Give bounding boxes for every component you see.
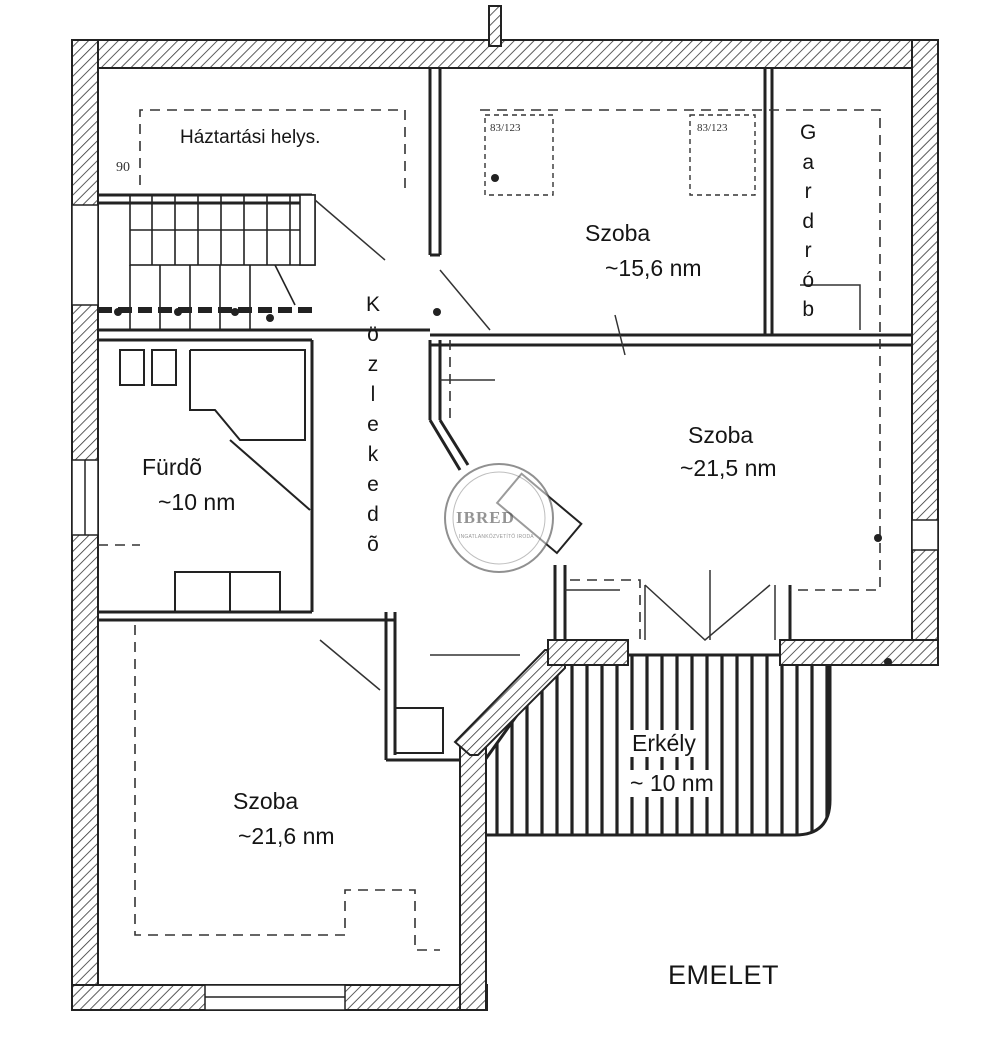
room-name-balcony: Erkély	[630, 730, 698, 757]
room-name-corridor: K ö z l e k e d õ	[366, 290, 380, 560]
room-name-bathroom: Fürdõ	[142, 454, 203, 480]
room-name-top: Szoba	[585, 220, 651, 246]
window-label-2: 83/123	[697, 122, 728, 134]
corridor-letter: e	[367, 413, 379, 436]
staircase	[98, 194, 316, 330]
watermark-text: IBRED	[456, 508, 515, 527]
room-area-bathroom: ~10 nm	[158, 489, 236, 515]
window-label-1: 83/123	[490, 122, 521, 134]
corridor-letter: z	[367, 353, 379, 376]
room-area-right: ~21,5 nm	[680, 455, 777, 481]
sheet-title: EMELET	[668, 960, 780, 990]
window-openings	[71, 204, 939, 1011]
wardrobe-letter: d	[802, 209, 815, 233]
wardrobe-letter: ó	[802, 268, 815, 292]
wardrobe-letter: G	[800, 121, 817, 144]
chimney-mark	[488, 5, 502, 47]
corridor-letter: d	[367, 503, 379, 526]
dimension-label: 90	[116, 160, 130, 175]
corridor-letter: e	[367, 473, 379, 496]
room-name-wardrobe: G a r d r ó b	[800, 118, 816, 325]
bathroom-fixtures	[119, 349, 444, 754]
corridor-letter: l	[370, 383, 376, 406]
room-name-bottom: Szoba	[233, 788, 299, 814]
wardrobe-letter: r	[804, 180, 812, 203]
wardrobe-letter: a	[802, 150, 815, 174]
door-swings	[314, 199, 861, 691]
room-name-utility: Háztartási helys.	[180, 127, 321, 148]
junction-dots	[114, 174, 892, 666]
window-symbols	[484, 114, 756, 196]
corridor-letter: K	[366, 293, 381, 316]
room-area-top: ~15,6 nm	[605, 255, 702, 281]
corridor-letter: ö	[367, 323, 379, 346]
wardrobe-letter: b	[802, 298, 815, 321]
corridor-letter: õ	[367, 533, 379, 556]
room-area-bottom: ~21,6 nm	[238, 823, 335, 849]
watermark-logo	[444, 463, 554, 573]
corridor-letter: k	[367, 443, 379, 466]
wardrobe-letter: r	[804, 239, 812, 262]
room-area-balcony: ~ 10 nm	[628, 770, 716, 797]
exterior-walls	[71, 39, 939, 1011]
watermark-subtitle: INGATLANKÖZVETÍTŐ IRODA	[459, 534, 534, 540]
room-name-right: Szoba	[688, 422, 754, 448]
